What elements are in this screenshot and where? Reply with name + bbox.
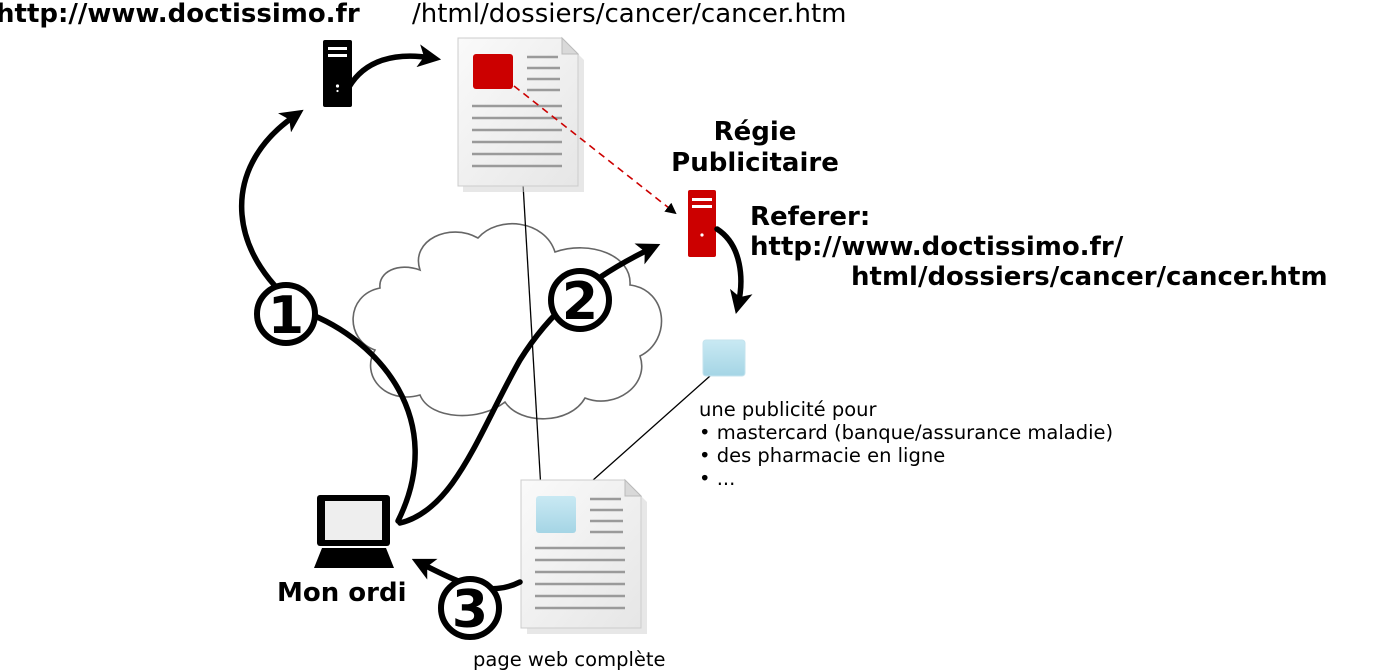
ad-description-item: • des pharmacie en ligne [699, 444, 946, 467]
ad-network-title: Régie Publicitaire [660, 117, 850, 179]
laptop-icon [314, 495, 394, 568]
ad-server-icon [688, 190, 716, 257]
referer-label: Referer: [750, 202, 871, 232]
referer-url-line2: html/dossiers/cancer/cancer.htm [851, 262, 1328, 292]
ad-description-item: • ... [699, 467, 736, 490]
ad-network-title-line2: Publicitaire [671, 148, 839, 179]
site-domain-label: http://www.doctissimo.fr [0, 0, 360, 29]
referer-url-line1: http://www.doctissimo.fr/ [750, 232, 1124, 262]
computer-label: Mon ordi [277, 578, 407, 608]
page-path-label: /html/dossiers/cancer/cancer.htm [412, 0, 847, 29]
ad-thumbnail [702, 339, 746, 377]
step-badge-2: 2 [548, 268, 612, 332]
page-link-line [520, 149, 542, 491]
complete-page-label: page web complète [473, 648, 666, 671]
step-badge-3: 3 [438, 576, 502, 640]
step-number-2: 2 [562, 272, 598, 332]
step-number-3: 3 [452, 580, 488, 640]
step-badge-1: 1 [254, 282, 318, 346]
ad-network-title-line1: Régie [713, 117, 797, 147]
arrow-ad-served [714, 226, 753, 314]
ad-request-dashed-link [513, 85, 677, 215]
ad-description-intro: une publicité pour [699, 398, 877, 421]
requested-page-icon [457, 36, 584, 192]
ad-description: une publicité pour • mastercard (banque/… [699, 398, 1113, 490]
complete-page-icon [520, 478, 647, 634]
ad-description-item: • mastercard (banque/assurance maladie) [699, 421, 1114, 444]
step-number-1: 1 [268, 286, 304, 346]
arrow-page-served [346, 44, 442, 90]
web-server-icon [323, 40, 352, 107]
